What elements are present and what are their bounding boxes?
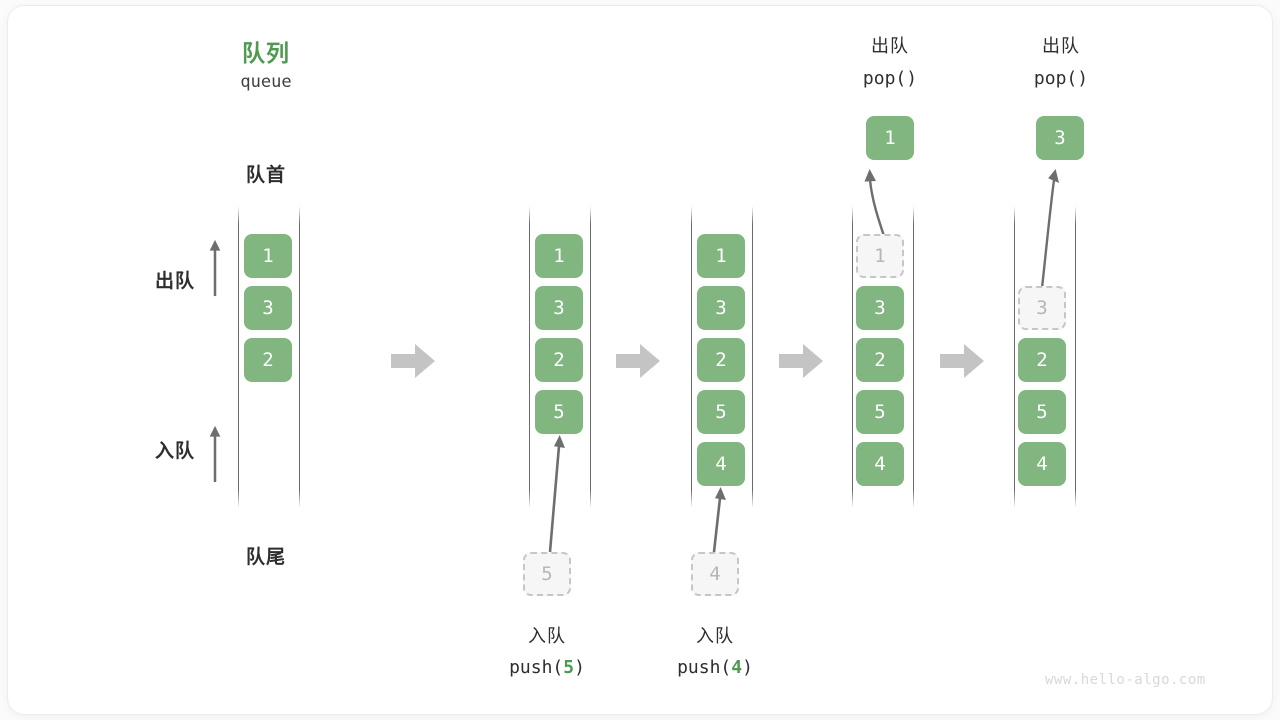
queue-cell: 3 <box>244 286 292 330</box>
dequeue-arrow-icon <box>864 169 886 237</box>
queue-rail-right-stage-4 <box>913 206 914 508</box>
queue-cell: 5 <box>856 390 904 434</box>
queue-cell: 5 <box>1018 390 1066 434</box>
popped-element: 3 <box>1036 116 1084 160</box>
queue-cell: 3 <box>535 286 583 330</box>
dequeue-op-code: pop() <box>1033 68 1089 89</box>
queue-cell: 1 <box>535 234 583 278</box>
queue-rail-left-stage-4 <box>852 206 853 508</box>
queue-rail-right-stage-3 <box>752 206 753 508</box>
queue-cell: 4 <box>1018 442 1066 486</box>
queue-rail-left-stage-3 <box>691 206 692 508</box>
stage-transition-arrow-icon <box>940 344 984 378</box>
stage-transition-arrow-icon <box>391 344 435 378</box>
stage-transition-arrow-icon <box>616 344 660 378</box>
queue-cell: 2 <box>244 338 292 382</box>
queue-cell: 5 <box>697 390 745 434</box>
queue-tail-label: 队尾 <box>245 546 286 568</box>
op-code-arg: 5 <box>563 657 575 678</box>
enqueue-op-label: 入队 <box>528 626 566 647</box>
queue-cell: 4 <box>697 442 745 486</box>
queue-cell-ghost: 1 <box>856 234 904 278</box>
queue-rail-right-stage-1 <box>299 206 300 508</box>
queue-cell-ghost: 3 <box>1018 286 1066 330</box>
op-code-prefix: push( <box>677 657 732 678</box>
dequeue-direction-label: 出队 <box>154 270 195 292</box>
op-code-suffix: ) <box>742 657 753 678</box>
dequeue-op-code: pop() <box>862 68 918 89</box>
queue-rail-right-stage-2 <box>590 206 591 508</box>
popped-element: 1 <box>866 116 914 160</box>
diagram-title-cn: 队列 <box>242 41 290 67</box>
watermark: www.hello-algo.com <box>1045 672 1206 688</box>
queue-cell: 1 <box>697 234 745 278</box>
queue-cell: 1 <box>244 234 292 278</box>
dequeue-op-label: 出队 <box>1042 36 1080 57</box>
queue-cell: 2 <box>535 338 583 382</box>
enqueue-op-label: 入队 <box>696 626 734 647</box>
queue-cell: 5 <box>535 390 583 434</box>
dequeue-arrow-icon <box>1040 169 1059 289</box>
queue-rail-left-stage-2 <box>529 206 530 508</box>
queue-cell: 3 <box>697 286 745 330</box>
diagram-title-en: queue <box>240 72 292 92</box>
queue-cell: 4 <box>856 442 904 486</box>
dequeue-direction-arrow-icon <box>209 239 221 297</box>
enqueue-arrow-icon <box>712 487 726 553</box>
queue-cell: 3 <box>856 286 904 330</box>
enqueue-op-code: push(5) <box>487 657 607 678</box>
op-code-arg: 4 <box>731 657 743 678</box>
dequeue-op-label: 出队 <box>871 36 909 57</box>
queue-rail-left-stage-5 <box>1014 206 1015 508</box>
stage-transition-arrow-icon <box>779 344 823 378</box>
enqueue-arrow-icon <box>548 435 565 553</box>
enqueue-direction-label: 入队 <box>154 440 195 462</box>
queue-cell: 2 <box>697 338 745 382</box>
queue-cell: 2 <box>856 338 904 382</box>
incoming-element-ghost: 5 <box>523 552 571 596</box>
op-code-prefix: push( <box>509 657 564 678</box>
queue-rail-left-stage-1 <box>238 206 239 508</box>
queue-cell: 2 <box>1018 338 1066 382</box>
queue-head-label: 队首 <box>245 164 286 186</box>
enqueue-direction-arrow-icon <box>209 425 221 483</box>
incoming-element-ghost: 4 <box>691 552 739 596</box>
queue-rail-right-stage-5 <box>1075 206 1076 508</box>
enqueue-op-code: push(4) <box>655 657 775 678</box>
op-code-suffix: ) <box>574 657 585 678</box>
